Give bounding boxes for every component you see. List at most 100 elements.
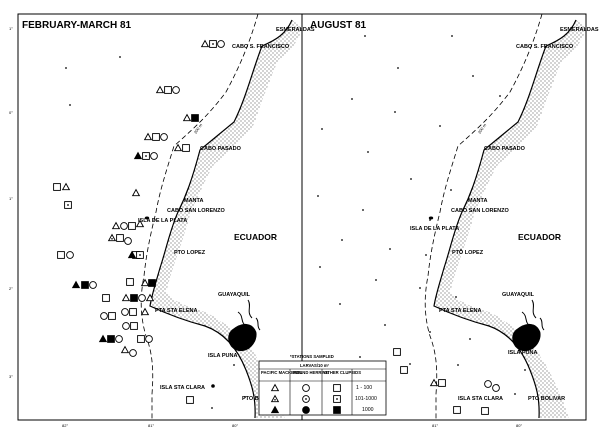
herring-larvae-marker bbox=[115, 335, 123, 343]
label-pta-sta-elena: PTA STA ELENA bbox=[439, 308, 482, 314]
legend-box bbox=[258, 360, 387, 416]
clupeid-larvae-marker bbox=[129, 308, 137, 316]
label-pto-lopez: PTO LOPEZ bbox=[452, 250, 484, 256]
station-point bbox=[211, 407, 213, 409]
clupeid-larvae-marker bbox=[481, 407, 489, 415]
isla-puna-shape bbox=[228, 323, 257, 352]
clupeid-larvae-marker bbox=[107, 335, 115, 343]
clupeid-larvae-marker bbox=[130, 322, 138, 330]
station-point bbox=[460, 249, 462, 251]
label-guayaquil: GUAYAQUIL bbox=[218, 292, 251, 298]
clupeid-larvae-marker bbox=[164, 86, 172, 94]
label-manta: MANTA bbox=[184, 198, 203, 204]
panel-title: FEBRUARY-MARCH 81 bbox=[22, 20, 132, 31]
clupeid-larvae-marker bbox=[453, 406, 461, 414]
herring-larvae-marker bbox=[89, 281, 97, 289]
mackerel-larvae-marker bbox=[111, 221, 121, 230]
mackerel-larvae-marker bbox=[270, 383, 280, 392]
legend-header: LARVAS/10 m² bbox=[300, 363, 330, 368]
mackerel-larvae-marker bbox=[173, 143, 183, 152]
label-isla-puna: ISLA PUNA bbox=[208, 353, 237, 359]
clupeid-larvae-marker-dot bbox=[145, 155, 147, 157]
station-point bbox=[389, 248, 391, 250]
herring-larvae-marker bbox=[121, 308, 129, 316]
station-point bbox=[375, 279, 377, 281]
panel-title: AUGUST 81 bbox=[310, 20, 367, 31]
herring-larvae-marker bbox=[302, 384, 310, 392]
legend-col-other-clupeids: OTHER CLUPEIDS bbox=[324, 370, 361, 375]
panel-frame bbox=[301, 13, 587, 421]
herring-larvae-marker bbox=[484, 380, 492, 388]
label-guayaquil: GUAYAQUIL bbox=[502, 292, 535, 298]
panel-feb-march: FEBRUARY-MARCH 81 200 m ESMERALDAS CABO … bbox=[9, 13, 315, 428]
station-point bbox=[351, 98, 353, 100]
clupeid-larvae-marker bbox=[126, 278, 134, 286]
herring-larvae-marker bbox=[138, 294, 146, 302]
clupeid-larvae-marker bbox=[148, 279, 156, 287]
isobath-label: 200 m bbox=[193, 122, 204, 135]
herring-larvae-marker bbox=[100, 312, 108, 320]
label-pto-lopez: PTO LOPEZ bbox=[174, 250, 206, 256]
station-point bbox=[319, 266, 321, 268]
clupeid-larvae-marker-dot bbox=[212, 43, 214, 45]
legend-level-high: 1000 bbox=[362, 407, 374, 413]
station-point bbox=[429, 219, 431, 221]
lat-tick-3s: 3° bbox=[9, 374, 13, 379]
station-markers bbox=[53, 35, 526, 415]
station-point bbox=[394, 111, 396, 113]
country-label: ECUADOR bbox=[234, 232, 277, 242]
station-point bbox=[119, 56, 121, 58]
station-point bbox=[362, 209, 364, 211]
mackerel-larvae-marker bbox=[200, 39, 210, 48]
isla-sta-clara-shape bbox=[211, 384, 215, 388]
lat-tick-1s: 1° bbox=[9, 196, 13, 201]
estuary-islands bbox=[237, 299, 261, 331]
station-point bbox=[439, 125, 441, 127]
label-pto-bolivar: PTO BOLIVAR bbox=[528, 396, 565, 402]
legend-level-mid: 101-1000 bbox=[355, 396, 377, 402]
herring-larvae-marker bbox=[302, 406, 310, 414]
clupeid-larvae-marker bbox=[53, 183, 61, 191]
station-point bbox=[410, 178, 412, 180]
clupeid-larvae-marker bbox=[333, 406, 341, 414]
clupeid-larvae-marker-dot bbox=[139, 254, 141, 256]
mackerel-larvae-marker bbox=[155, 85, 165, 94]
coast-group bbox=[424, 13, 586, 420]
clupeid-larvae-marker bbox=[130, 294, 138, 302]
isla-de-la-plata-shape bbox=[144, 216, 150, 220]
mackerel-larvae-marker-dot bbox=[111, 238, 113, 240]
coastline bbox=[433, 19, 577, 419]
label-cabo-san-francisco: CABO S. FRANCISCO bbox=[232, 44, 290, 50]
label-manta: MANTA bbox=[468, 198, 487, 204]
label-cabo-san-francisco: CABO S. FRANCISCO bbox=[516, 44, 574, 50]
clupeid-larvae-marker bbox=[400, 366, 408, 374]
label-pta-sta-elena: PTA STA ELENA bbox=[155, 308, 198, 314]
clupeid-larvae-marker bbox=[128, 222, 136, 230]
mackerel-larvae-marker bbox=[145, 293, 155, 302]
station-point bbox=[429, 331, 431, 333]
station-point bbox=[514, 393, 516, 395]
isla-puna-shape bbox=[512, 323, 541, 352]
mackerel-larvae-marker-dot bbox=[274, 399, 276, 401]
herring-larvae-marker bbox=[122, 322, 130, 330]
station-point bbox=[457, 364, 459, 366]
clupeid-larvae-marker bbox=[81, 281, 89, 289]
herring-larvae-marker-dot bbox=[305, 398, 307, 400]
lon-tick-81: 81° bbox=[148, 423, 154, 428]
isobath-200m bbox=[140, 13, 259, 420]
legend-col-pacific-mackerel: PACIFIC MACKEREL bbox=[261, 370, 303, 375]
isobath-label: 200 m bbox=[477, 122, 488, 135]
coastal-stipple-band bbox=[434, 20, 586, 418]
station-point bbox=[425, 254, 427, 256]
mackerel-larvae-marker bbox=[143, 132, 153, 141]
coastal-stipple-band bbox=[150, 20, 302, 418]
station-point bbox=[451, 35, 453, 37]
label-esmeraldas: ESMERALDAS bbox=[560, 27, 599, 33]
legend-col-round-herring: ROUND HERRING bbox=[293, 370, 329, 375]
station-point bbox=[469, 338, 471, 340]
station-point bbox=[69, 104, 71, 106]
mackerel-larvae-marker bbox=[127, 250, 137, 259]
lon-tick-80: 80° bbox=[232, 423, 238, 428]
label-isla-puna: ISLA PUNA bbox=[508, 350, 537, 356]
